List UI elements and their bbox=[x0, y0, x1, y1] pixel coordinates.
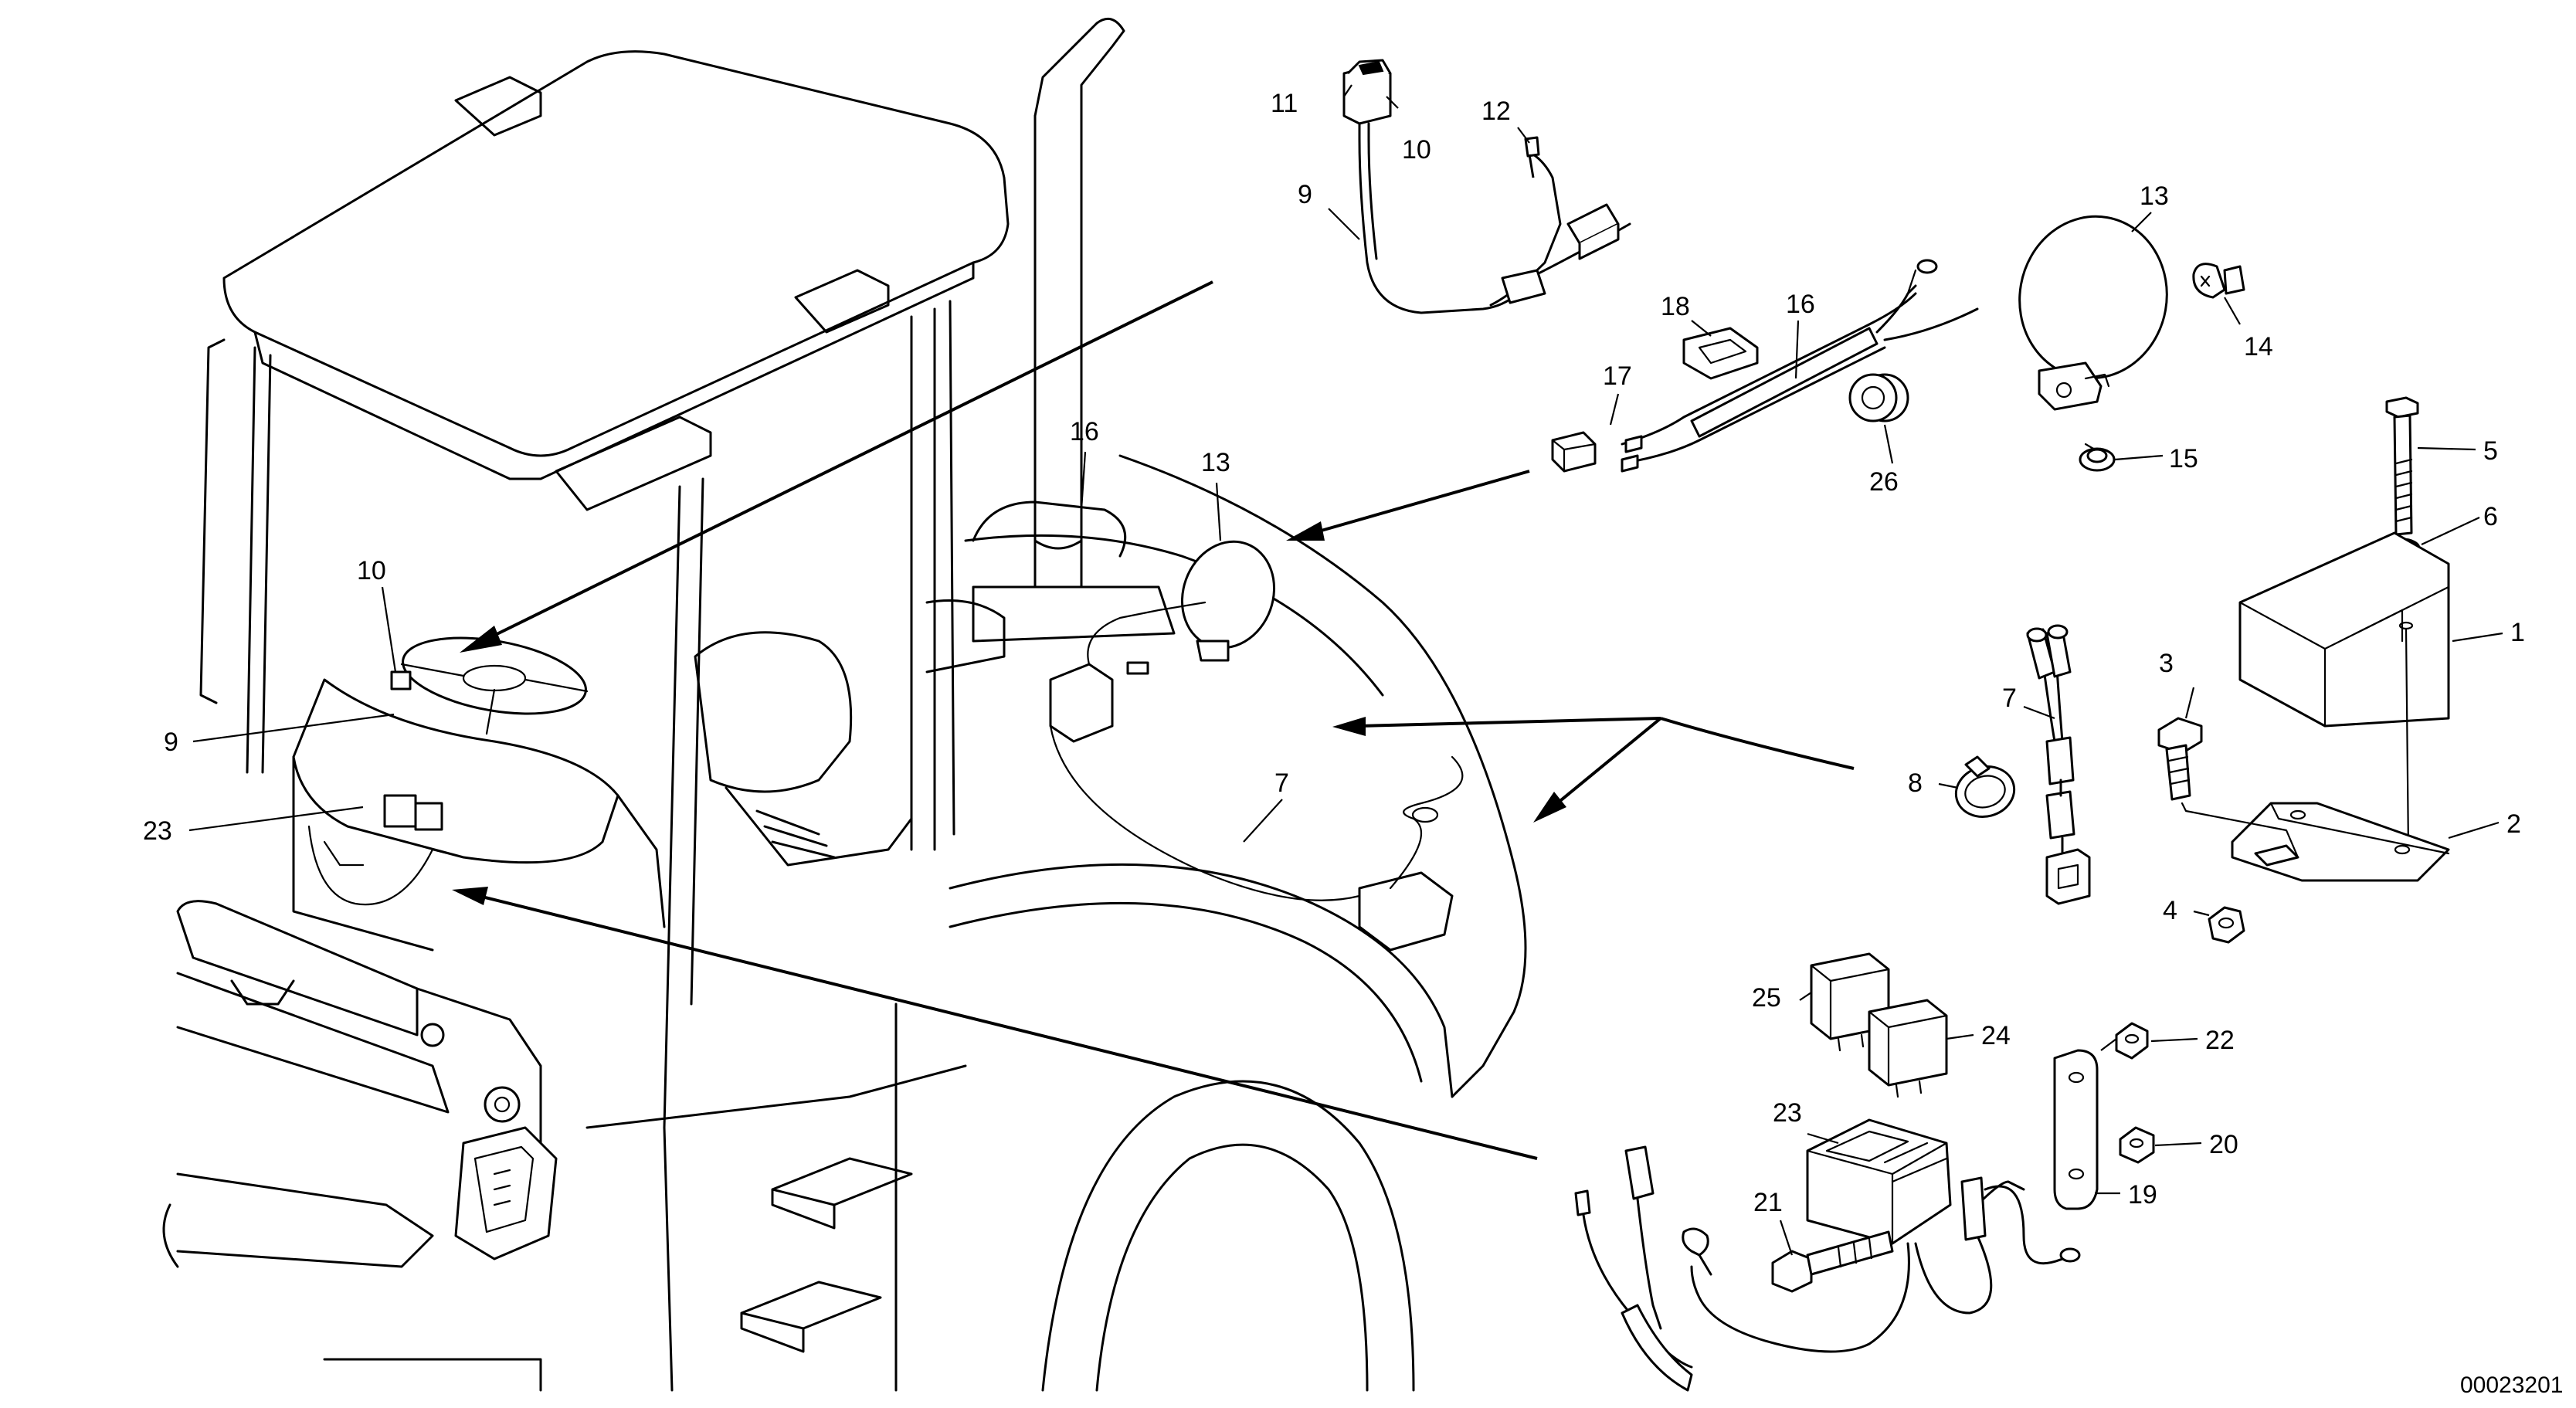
part-switch-10-11 bbox=[1342, 59, 1631, 314]
callout-23-vehicle: 23 bbox=[143, 816, 172, 846]
assembly-line-1-2 bbox=[2405, 628, 2410, 851]
callout-22: 22 bbox=[2205, 1026, 2235, 1055]
callout-9-vehicle: 9 bbox=[164, 728, 178, 757]
callout-14: 14 bbox=[2244, 332, 2273, 361]
callout-25: 25 bbox=[1752, 983, 1781, 1013]
part-nut-20 bbox=[2119, 1126, 2155, 1164]
part-bolt-3 bbox=[2157, 717, 2203, 801]
part-clamp-8 bbox=[1954, 755, 2016, 818]
callout-16: 16 bbox=[1786, 290, 1815, 319]
drawing-number: 00023201 bbox=[2460, 1372, 2563, 1398]
part-washer-15 bbox=[2079, 443, 2116, 472]
part-plate-19 bbox=[2053, 1049, 2099, 1210]
callout-21: 21 bbox=[1753, 1188, 1783, 1217]
callout-9: 9 bbox=[1298, 180, 1312, 209]
part-harness-16 bbox=[1621, 259, 1979, 473]
coil-part bbox=[1049, 663, 1114, 743]
callout-labels: 11 10 12 9 18 16 17 26 13 14 15 5 6 1 3 … bbox=[143, 89, 2563, 1398]
callout-2: 2 bbox=[2506, 809, 2521, 839]
assembly-line-3 bbox=[2181, 802, 2299, 859]
callout-1: 1 bbox=[2510, 618, 2525, 647]
part-grommet-26 bbox=[1848, 373, 1909, 422]
callout-18: 18 bbox=[1661, 292, 1690, 321]
part-clip-18 bbox=[1682, 327, 1759, 380]
callout-13-vehicle: 13 bbox=[1201, 448, 1230, 477]
part-nut-4 bbox=[2208, 906, 2245, 944]
part-housing-1 bbox=[2238, 531, 2450, 728]
loader-vehicle-drawing bbox=[162, 17, 1527, 1392]
callout-7: 7 bbox=[2002, 684, 2017, 713]
callout-24: 24 bbox=[1981, 1021, 2011, 1050]
callout-6: 6 bbox=[2483, 502, 2498, 531]
callout-13: 13 bbox=[2140, 182, 2169, 211]
part-connector-12 bbox=[1524, 136, 1620, 260]
callout-16-vehicle: 16 bbox=[1070, 417, 1099, 446]
part-connector-17 bbox=[1551, 431, 1597, 473]
callout-8: 8 bbox=[1908, 768, 1923, 798]
callout-5: 5 bbox=[2483, 436, 2498, 466]
callout-11: 11 bbox=[1271, 89, 1298, 118]
callout-20: 20 bbox=[2209, 1130, 2238, 1159]
part-relay-24 bbox=[1868, 999, 1948, 1098]
dash-relay-a bbox=[383, 794, 417, 828]
callout-17: 17 bbox=[1603, 361, 1632, 391]
part-lamp-13 bbox=[2018, 215, 2168, 411]
part-harness-7 bbox=[2026, 624, 2091, 905]
part-bracket-2 bbox=[2231, 802, 2450, 882]
part-bolt-5 bbox=[2385, 396, 2419, 536]
location-arrows bbox=[452, 280, 1855, 1160]
callout-15: 15 bbox=[2169, 444, 2198, 473]
callout-26: 26 bbox=[1869, 467, 1899, 497]
dash-relay-b bbox=[414, 802, 443, 831]
callout-12: 12 bbox=[1481, 97, 1511, 126]
buzzer-part bbox=[1358, 871, 1454, 952]
part-relay-socket-23 bbox=[1806, 1118, 1952, 1245]
exploded-parts bbox=[1342, 59, 2450, 1392]
callout-19: 19 bbox=[2128, 1180, 2157, 1210]
part-bulb-14 bbox=[2192, 263, 2245, 299]
part-nut-22 bbox=[2115, 1022, 2149, 1060]
leader-lines bbox=[188, 84, 2503, 1256]
callout-7-vehicle: 7 bbox=[1274, 768, 1289, 798]
callout-10-vehicle: 10 bbox=[357, 556, 386, 585]
callout-3: 3 bbox=[2159, 649, 2174, 678]
callout-23-detail: 23 bbox=[1773, 1098, 1802, 1128]
connector-small bbox=[1126, 661, 1149, 675]
callout-10: 10 bbox=[1402, 135, 1431, 165]
callout-4: 4 bbox=[2163, 896, 2177, 925]
part-bolt-21 bbox=[1771, 1230, 1894, 1293]
dash-switch bbox=[390, 670, 412, 690]
